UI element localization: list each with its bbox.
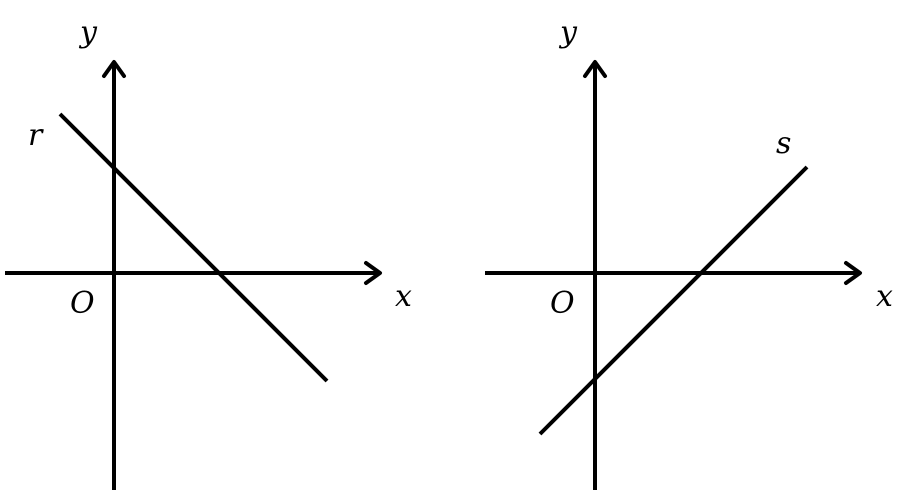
x-axis-label: x [395, 279, 412, 314]
line-r-label: r [28, 118, 44, 153]
x-axis-arrow-icon [844, 261, 862, 285]
y-axis-arrow-icon [583, 60, 607, 78]
panel-right: y x O s [485, 15, 893, 490]
line-s-label: s [776, 126, 791, 161]
y-axis-label: y [78, 15, 98, 50]
x-axis-arrow-icon [364, 261, 382, 285]
x-axis-label: x [876, 279, 893, 314]
origin-label: O [70, 286, 95, 321]
line-r [58, 112, 329, 383]
panel-left: y x O r [5, 15, 412, 490]
origin-label: O [550, 286, 575, 321]
y-axis-label: y [558, 15, 578, 50]
line-s [538, 165, 809, 436]
y-axis-arrow-icon [102, 60, 126, 78]
